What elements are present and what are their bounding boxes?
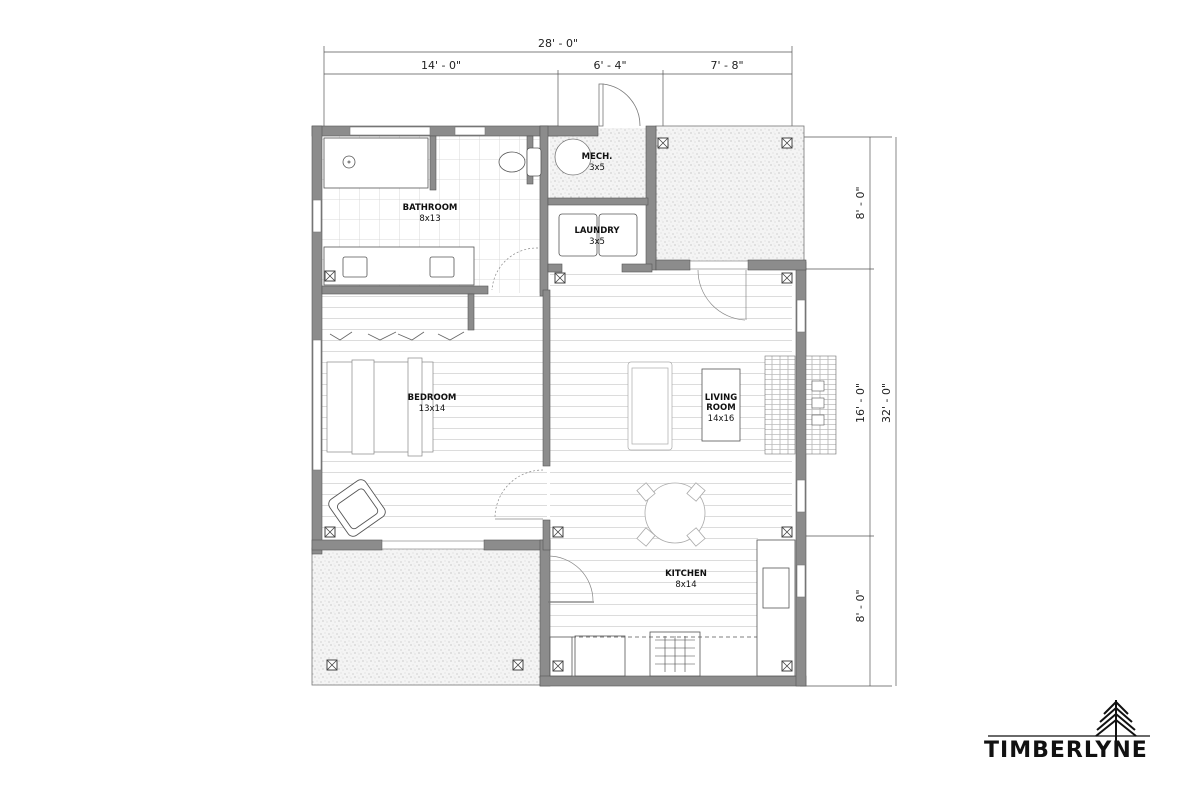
dining-table bbox=[636, 482, 706, 547]
room-size-bathroom: 8x13 bbox=[419, 214, 440, 224]
room-label-living-1: LIVING bbox=[705, 393, 737, 403]
dim-overall-width: 28' - 0" bbox=[538, 37, 578, 50]
kitchen-floor bbox=[548, 536, 758, 636]
room-size-living: 14x16 bbox=[708, 414, 735, 424]
bedroom-door bbox=[494, 469, 544, 519]
entry-door bbox=[598, 83, 641, 127]
fireplace bbox=[764, 355, 837, 455]
room-size-laundry: 3x5 bbox=[589, 237, 605, 247]
dim-segment-right: 7' - 8" bbox=[710, 59, 743, 72]
tree-logo-icon bbox=[988, 700, 1150, 742]
patio-bottom-left bbox=[311, 547, 543, 686]
dim-depth-top: 8' - 0" bbox=[854, 186, 867, 219]
room-size-bedroom: 13x14 bbox=[419, 404, 446, 414]
closet-doors bbox=[329, 331, 465, 341]
dimension-lines bbox=[323, 46, 897, 687]
range-burners bbox=[655, 636, 695, 672]
living-side-door bbox=[697, 269, 747, 321]
vanity bbox=[323, 246, 475, 286]
bathtub bbox=[323, 137, 429, 189]
windows bbox=[312, 126, 806, 598]
room-size-mech: 3x5 bbox=[589, 163, 605, 173]
dim-segment-mid: 6' - 4" bbox=[593, 59, 626, 72]
armchair bbox=[328, 479, 386, 537]
room-label-laundry: LAUNDRY bbox=[574, 226, 620, 236]
coffee-table bbox=[701, 368, 741, 442]
dim-depth-bottom: 8' - 0" bbox=[854, 589, 867, 622]
toilet bbox=[498, 147, 542, 177]
room-size-kitchen: 8x14 bbox=[675, 580, 696, 590]
room-label-bathroom: BATHROOM bbox=[403, 203, 458, 213]
dim-overall-depth: 32' - 0" bbox=[880, 383, 893, 423]
room-label-bedroom: BEDROOM bbox=[408, 393, 457, 403]
bed bbox=[326, 357, 434, 457]
sofa bbox=[627, 361, 673, 451]
washer-dryer bbox=[558, 213, 638, 257]
room-label-living-2: ROOM bbox=[706, 403, 735, 413]
dim-segment-left: 14' - 0" bbox=[421, 59, 461, 72]
brand-logo: TIMBERLYNE bbox=[984, 738, 1148, 763]
dim-depth-mid: 16' - 0" bbox=[854, 383, 867, 423]
room-label-mech: MECH. bbox=[582, 152, 613, 162]
room-label-kitchen: KITCHEN bbox=[665, 569, 707, 579]
patio-top-right bbox=[655, 125, 805, 267]
water-heater bbox=[554, 138, 592, 176]
